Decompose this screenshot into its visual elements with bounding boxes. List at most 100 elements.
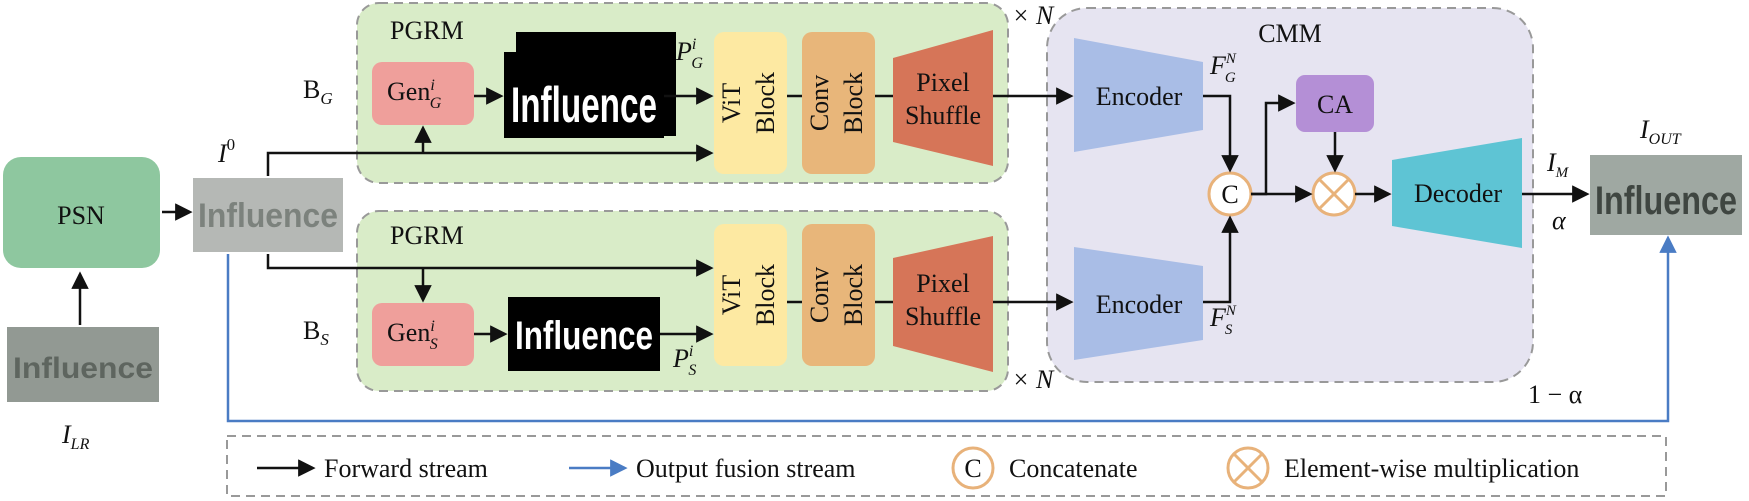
output-image: Influence (1590, 155, 1742, 235)
svg-text:Influence: Influence (13, 352, 153, 385)
branch-s-main: B (303, 316, 320, 345)
psn-label: PSN (57, 201, 105, 230)
feat-s-main: F (1209, 303, 1227, 332)
svg-text:Influence: Influence (1595, 179, 1737, 223)
cmm-title: CMM (1258, 19, 1322, 48)
lr-label: ILR (61, 420, 90, 453)
out-main: I (1639, 115, 1650, 144)
svg-text:Influence: Influence (515, 314, 653, 358)
svg-text:Influence: Influence (198, 197, 338, 235)
pixel-shuffle-top (893, 30, 993, 166)
pgrm-bottom-title: PGRM (390, 221, 464, 250)
repeat-top-label: × N (1012, 1, 1055, 30)
repeat-bottom-label: × N (1012, 365, 1055, 394)
conv-top-line2: Block (839, 72, 868, 134)
svg-text:Influence: Influence (511, 77, 657, 133)
prior-g-image: Influence (504, 32, 676, 138)
i0-label-main: I (217, 139, 228, 168)
prior-g-main: P (675, 37, 692, 66)
legend-concat-symbol: C (964, 454, 981, 483)
vit-bottom-line2: Block (751, 264, 780, 326)
vit-block-bottom (714, 224, 787, 366)
i0-label: I0 (217, 135, 235, 168)
pixel-top-line1: Pixel (916, 68, 969, 97)
branch-g-main: B (303, 75, 320, 104)
encoder-bottom (1074, 247, 1203, 360)
ca-block (1296, 75, 1374, 132)
im-sub: M (1555, 165, 1570, 181)
legend-forward-label: Forward stream (324, 454, 488, 483)
prior-s-image: Influence (508, 297, 660, 371)
vit-block-top (714, 32, 787, 174)
branch-g-label: BG (303, 75, 333, 108)
legend-fusion-label: Output fusion stream (636, 454, 856, 483)
branch-g-sub: G (320, 89, 332, 108)
gen-s-sup: i (430, 318, 434, 335)
prior-s-sup: i (689, 343, 693, 360)
i0-image: Influence (193, 178, 343, 252)
decoder-label: Decoder (1414, 179, 1502, 208)
feat-g-sub: G (1225, 70, 1236, 86)
ca-label: CA (1317, 90, 1353, 119)
conv-bottom-line2: Block (839, 264, 868, 326)
i0-label-sup: 0 (227, 135, 236, 154)
feat-s-sub: S (1225, 322, 1233, 338)
pgrm-top-title: PGRM (390, 16, 464, 45)
prior-s-main: P (672, 344, 689, 373)
multiply-node (1311, 171, 1357, 217)
feat-g-main: F (1209, 51, 1227, 80)
pixel-bottom-line2: Shuffle (905, 302, 981, 331)
vit-top-line1: ViT (717, 83, 746, 123)
branch-s-label: BS (303, 316, 329, 349)
forward-arrows (71, 87, 1590, 343)
one-minus-alpha-label: 1 − α (1528, 380, 1583, 409)
branch-s-sub: S (320, 330, 329, 349)
gen-g-block (372, 62, 474, 125)
decoder-block (1392, 138, 1522, 248)
legend-box (226, 435, 1667, 497)
gen-g-sub: G (430, 95, 442, 112)
conv-top-line1: Conv (805, 75, 834, 131)
vit-bottom-line1: ViT (717, 275, 746, 315)
gen-g-sup: i (430, 77, 434, 94)
alpha-label: α (1552, 206, 1567, 235)
conv-bottom-line1: Conv (805, 267, 834, 323)
lr-input-image: Influence (7, 327, 159, 402)
lr-label-sub: LR (70, 436, 90, 453)
prior-g-sup: i (692, 36, 696, 53)
im-main: I (1546, 148, 1557, 177)
encoder-top-label: Encoder (1096, 82, 1183, 111)
psn-block (3, 157, 160, 268)
concat-node: C (1207, 171, 1253, 217)
conv-block-bottom (802, 224, 875, 366)
legend-multiply-icon (1226, 446, 1270, 490)
pixel-top-line2: Shuffle (905, 101, 981, 130)
gen-s-main: Gen (387, 318, 430, 347)
encoder-bottom-label: Encoder (1096, 290, 1183, 319)
im-label: IM (1546, 148, 1570, 181)
pixel-shuffle-bottom (893, 236, 993, 372)
feat-g-sup: N (1225, 51, 1237, 67)
out-sub: OUT (1649, 131, 1682, 148)
prior-s-sub: S (688, 362, 696, 379)
prior-g-sub: G (691, 55, 703, 72)
pixel-bottom-line1: Pixel (916, 269, 969, 298)
gen-s-block (372, 303, 474, 366)
legend-concat-icon (951, 446, 995, 490)
conv-block-top (802, 32, 875, 174)
out-label: IOUT (1639, 115, 1682, 148)
concat-node-symbol: C (1221, 180, 1238, 209)
encoder-top (1074, 38, 1203, 152)
feat-s-sup: N (1225, 303, 1237, 319)
gen-g-main: Gen (387, 77, 430, 106)
gen-s-sub: S (430, 336, 438, 353)
fusion-arrow (226, 235, 1677, 423)
vit-top-line2: Block (751, 72, 780, 134)
lr-label-main: I (61, 420, 72, 449)
legend-multiply-label: Element-wise multiplication (1284, 454, 1579, 483)
